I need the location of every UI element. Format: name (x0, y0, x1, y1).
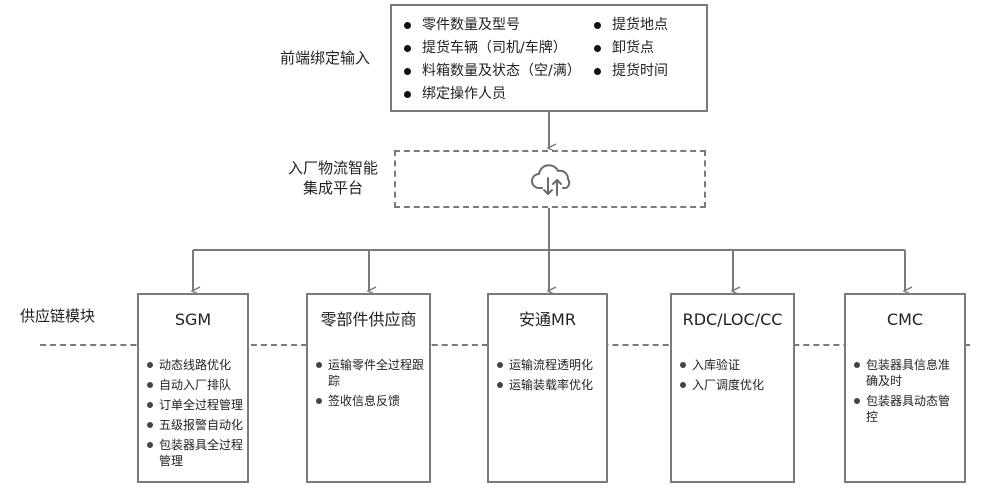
list-item: 自动入厂排队 (145, 377, 243, 393)
list-item: 提货时间 (590, 60, 668, 83)
list-item: 卸货点 (590, 37, 668, 60)
platform-label-line1: 入厂物流智能 (288, 159, 379, 177)
list-item: 签收信息反馈 (314, 393, 425, 409)
module-title: 安通MR (519, 310, 576, 329)
list-item: 包装器具动态管控 (852, 393, 960, 425)
module-antong-mr: 安通MR 运输流程透明化 运输装载率优化 (487, 293, 608, 483)
list-item: 料箱数量及状态（空/满） (400, 60, 581, 83)
list-item: 运输装载率优化 (495, 377, 602, 393)
list-item: 提货车辆（司机/车牌） (400, 37, 581, 60)
input-left-list: 零件数量及型号 提货车辆（司机/车牌） 料箱数量及状态（空/满） 绑定操作人员 (400, 14, 581, 106)
module-list: 动态线路优化 自动入厂排队 订单全过程管理 五级报警自动化 包装器具全过程管理 (145, 357, 243, 473)
platform-label: 入厂物流智能 集成平台 (288, 158, 378, 198)
list-item: 动态线路优化 (145, 357, 243, 373)
list-item: 零件数量及型号 (400, 14, 581, 37)
module-parts-supplier: 零部件供应商 运输零件全过程跟踪 签收信息反馈 (306, 293, 431, 483)
module-title: CMC (886, 310, 924, 329)
cloud-download-upload-icon (531, 164, 571, 196)
list-item: 包装器具信息准确及时 (852, 357, 960, 389)
supply-chain-label: 供应链模块 (20, 307, 96, 325)
module-title: 零部件供应商 (320, 310, 417, 329)
module-sgm: SGM 动态线路优化 自动入厂排队 订单全过程管理 五级报警自动化 包装器具全过… (137, 293, 249, 483)
list-item: 入厂调度优化 (678, 377, 789, 393)
module-title: RDC/LOC/CC (682, 310, 783, 329)
input-label: 前端绑定输入 (280, 49, 371, 67)
list-item: 运输零件全过程跟踪 (314, 357, 425, 389)
list-item: 绑定操作人员 (400, 83, 581, 106)
module-cmc: CMC 包装器具信息准确及时 包装器具动态管控 (844, 293, 966, 483)
platform-label-line2: 集成平台 (302, 179, 363, 197)
input-box: 零件数量及型号 提货车辆（司机/车牌） 料箱数量及状态（空/满） 绑定操作人员 … (390, 4, 708, 112)
list-item: 运输流程透明化 (495, 357, 602, 373)
module-list: 运输流程透明化 运输装载率优化 (495, 357, 602, 397)
module-rdc-loc-cc: RDC/LOC/CC 入库验证 入厂调度优化 (670, 293, 795, 483)
list-item: 订单全过程管理 (145, 397, 243, 413)
list-item: 提货地点 (590, 14, 668, 37)
platform-box (394, 150, 706, 208)
module-list: 运输零件全过程跟踪 签收信息反馈 (314, 357, 425, 413)
list-item: 五级报警自动化 (145, 417, 243, 433)
list-item: 包装器具全过程管理 (145, 437, 243, 469)
module-list: 入库验证 入厂调度优化 (678, 357, 789, 397)
input-right-list: 提货地点 卸货点 提货时间 (590, 14, 668, 83)
module-title: SGM (174, 310, 212, 329)
list-item: 入库验证 (678, 357, 789, 373)
module-list: 包装器具信息准确及时 包装器具动态管控 (852, 357, 960, 429)
